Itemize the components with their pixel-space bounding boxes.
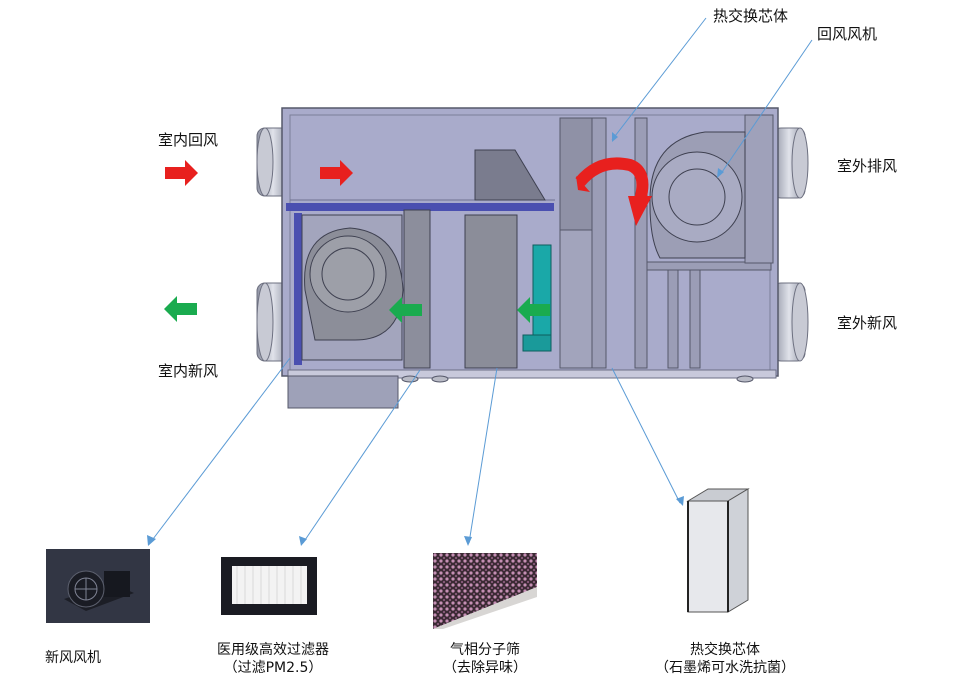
curved-red-arrow-icon [575,157,652,226]
caption-sub: （石墨烯可水洗抗菌） [655,660,795,676]
right-post-2 [689,269,701,369]
heat-core-lower [559,229,597,369]
caption-title: 医用级高效过滤器 [217,642,329,658]
feet [401,375,754,383]
label-indoor-fresh: 室内新风 [158,362,219,380]
caption-heat-core: 热交换芯体 （石墨烯可水洗抗菌） [640,641,810,677]
core-frame [591,117,607,369]
right-side-panel [744,114,774,264]
label-heat-core: 热交换芯体 [713,7,789,25]
molecular-sieve-panel [464,214,518,369]
core-frame-right [634,117,648,369]
caption-sub: （去除异味） [443,660,527,676]
teal-filter [532,244,552,336]
caption-hepa-filter: 医用级高效过滤器 （过滤PM2.5） [198,641,348,677]
teal-filter-base [522,334,552,352]
deflector-panel [474,149,546,201]
leader-lines [149,17,813,544]
drain-box [287,375,399,409]
caption-title: 气相分子筛 [450,642,520,658]
fresh-fan-image [46,549,150,623]
hepa-filter-image [217,549,321,621]
label-indoor-return: 室内回风 [158,131,219,149]
molecular-sieve-image [433,553,537,629]
caption-title: 新风风机 [45,650,101,666]
green-arrow-icon [389,297,422,323]
caption-molecular-sieve: 气相分子筛 （去除异味） [425,641,545,677]
caption-title: 热交换芯体 [690,642,760,658]
divider-bar [286,203,554,211]
fresh-air-fan [301,214,404,361]
right-post-1 [667,269,679,369]
duct-bottom-right [772,282,809,362]
label-outdoor-exhaust: 室外排风 [837,157,898,175]
duct-top-left [256,127,290,197]
right-crossbar [646,261,772,271]
caption-fresh-fan: 新风风机 [38,649,108,667]
green-arrow-icon [164,296,197,322]
hepa-filter-panel [403,209,431,369]
red-arrow-icon [320,160,353,186]
side-bar [294,213,302,365]
green-arrow-icon [517,297,550,323]
heat-core-image [686,487,750,614]
label-return-fan: 回风风机 [817,25,878,43]
leader-arrowheads [147,132,724,546]
duct-bottom-left [256,282,290,362]
label-outdoor-fresh: 室外新风 [837,314,898,332]
red-arrow-icon [165,160,198,186]
caption-sub: （过滤PM2.5） [223,660,323,676]
